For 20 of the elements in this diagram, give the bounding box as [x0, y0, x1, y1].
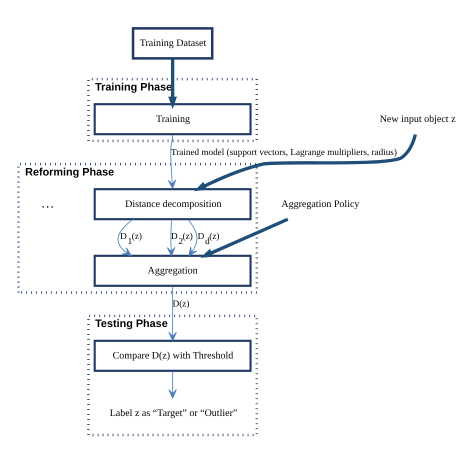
node-box: Training	[94, 103, 252, 136]
arrow	[194, 134, 417, 192]
edge-label: Trained model (support vectors, Lagrange multipliers, radius)	[170, 146, 397, 157]
node-text: Aggregation Policy	[281, 198, 360, 210]
node-box: Aggregation	[94, 254, 252, 287]
arrow	[166, 218, 176, 256]
edge-label: D(z)	[172, 298, 190, 308]
label: …	[40, 195, 54, 210]
node-box: Training Dataset	[132, 27, 214, 60]
arrow	[168, 58, 178, 110]
arrow	[168, 370, 177, 398]
arrow	[168, 134, 176, 189]
arrow	[188, 219, 198, 256]
node-box: Distance decomposition	[94, 188, 252, 220]
node-text: New input object z	[380, 114, 456, 125]
node-text: Label z as “Target” or “Outlier”	[110, 408, 238, 419]
arrow	[118, 218, 134, 256]
arrow	[168, 286, 177, 342]
node-box: Compare D(z) with Threshold	[94, 340, 252, 372]
arrow	[200, 218, 288, 258]
